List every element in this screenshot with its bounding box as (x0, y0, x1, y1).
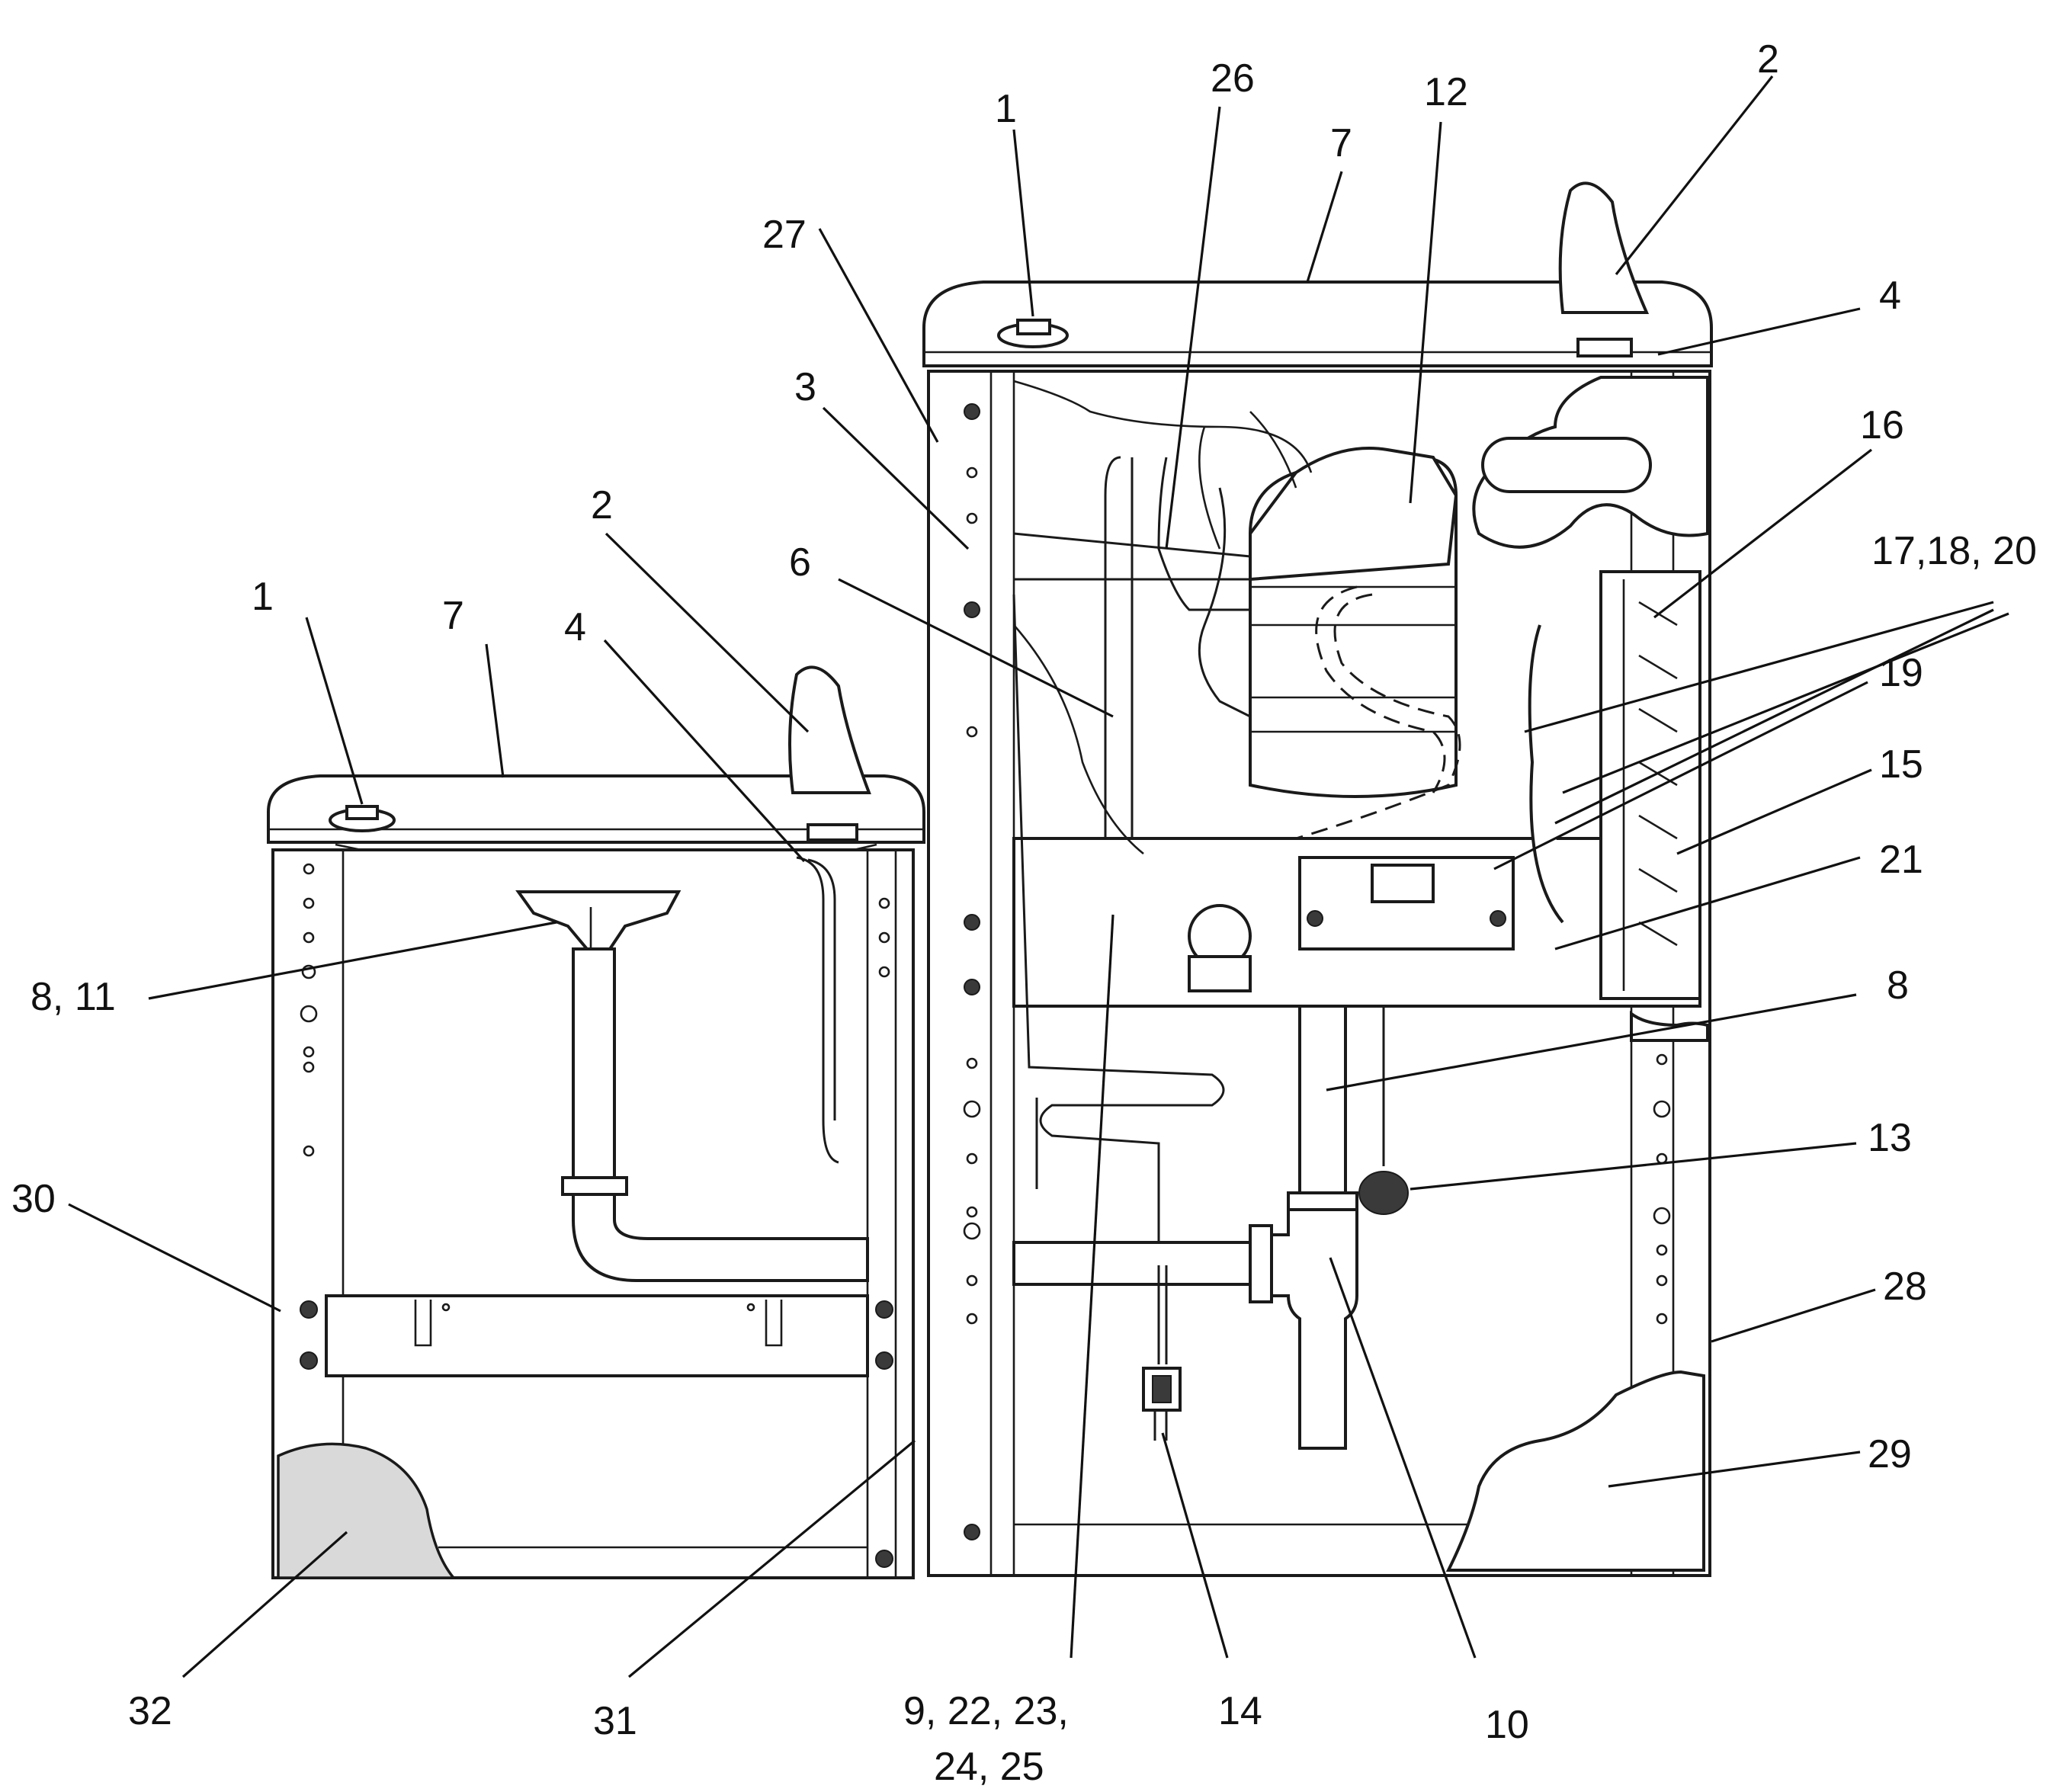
callout-19: 19 (1879, 651, 1923, 695)
callout-31: 31 (593, 1699, 637, 1743)
condenser (1528, 570, 1701, 1000)
callout-7-right: 7 (1330, 121, 1352, 165)
left-supply-tube (796, 856, 839, 1164)
callout-16: 16 (1860, 403, 1904, 447)
callout-27: 27 (762, 213, 807, 257)
callout-29: 29 (1868, 1432, 1912, 1476)
callout-17-18-20: 17,18, 20 (1871, 529, 2037, 573)
left-cross-brace (325, 1294, 869, 1377)
callout-14: 14 (1218, 1689, 1262, 1733)
callout-26: 26 (1211, 56, 1255, 101)
callout-32: 32 (128, 1689, 172, 1733)
callout-12: 12 (1424, 70, 1468, 114)
float-ball (1358, 1171, 1409, 1215)
callout-8-11: 8, 11 (30, 975, 116, 1019)
callout-10: 10 (1485, 1703, 1529, 1747)
left-unit (267, 665, 925, 1579)
leader-lines (68, 75, 2009, 1678)
compressor-internal-dashed (1295, 593, 1461, 840)
callout-24-25: 24, 25 (934, 1745, 1044, 1789)
refrigerant-tubing (1012, 456, 1251, 1265)
right-unit (922, 181, 1713, 1577)
callout-1-left: 1 (252, 575, 274, 619)
wiring-harness (1013, 380, 1313, 855)
callout-8-right: 8 (1887, 963, 1909, 1008)
callout-28: 28 (1883, 1265, 1927, 1309)
right-drain-riser (1298, 1005, 1347, 1194)
callout-13: 13 (1868, 1116, 1912, 1160)
left-drain-pipe (572, 947, 616, 1183)
left-p-trap (572, 1193, 869, 1282)
compressor (1249, 447, 1461, 840)
callout-30: 30 (11, 1177, 56, 1221)
callout-4-left: 4 (564, 605, 586, 649)
callout-3: 3 (794, 365, 816, 409)
callout-2-left: 2 (591, 483, 613, 527)
right-bubbler (1558, 181, 1650, 314)
callout-6: 6 (789, 540, 811, 585)
callout-9-22-23: 9, 22, 23, (903, 1689, 1069, 1733)
left-top-deck (267, 774, 925, 844)
callout-7-left: 7 (442, 594, 464, 638)
right-bottom-panel (1445, 1370, 1705, 1572)
callout-15: 15 (1879, 742, 1923, 787)
left-bubbler (788, 665, 871, 794)
callout-1-right: 1 (995, 87, 1017, 131)
left-bottom-panel (277, 1442, 457, 1579)
callout-labels: 1 26 12 7 2 27 4 3 16 2 6 17,18, 20 1 7 … (11, 37, 2037, 1789)
callout-21: 21 (1879, 838, 1923, 882)
right-top-deck (922, 281, 1713, 367)
callout-4-right: 4 (1879, 274, 1901, 318)
callout-2-right: 2 (1757, 37, 1779, 82)
